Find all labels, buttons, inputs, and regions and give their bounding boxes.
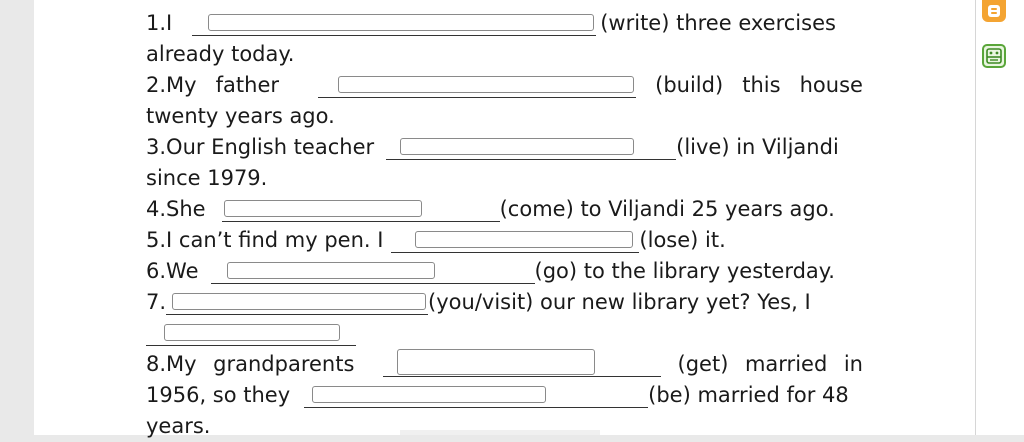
exercise-text: (write) three exercises — [600, 11, 836, 35]
answer-blank-3[interactable] — [386, 136, 677, 160]
exercise-text: years. — [146, 414, 211, 438]
exercise-text: already today. — [146, 42, 295, 66]
exercise-line-8: 5.I can’t find my pen. I (lose) it. — [146, 225, 863, 256]
exercise-text: 5.I can’t find my pen. I — [146, 228, 384, 252]
answer-input-6[interactable] — [226, 261, 435, 279]
exercise-text: 6.We — [146, 259, 199, 283]
answer-input-7[interactable] — [172, 292, 427, 310]
exercise-list: 1.I (write) three exercises already toda… — [146, 8, 863, 442]
exercise-text: (lose) it. — [639, 228, 726, 252]
blogger-b-icon[interactable] — [982, 0, 1006, 22]
exercise-line-14: years. — [146, 411, 863, 442]
exercise-text: (go) to the library yesterday. — [534, 259, 835, 283]
answer-blank-7[interactable] — [166, 291, 429, 315]
answer-input-2[interactable] — [338, 75, 635, 93]
exercise-text: (build) — [655, 73, 724, 97]
exercise-text: this — [742, 73, 781, 97]
exercise-text: 1956, so they — [146, 383, 291, 407]
answer-blank-1[interactable] — [192, 12, 597, 36]
answer-blank-4[interactable] — [221, 198, 500, 222]
answer-blank-8[interactable] — [146, 322, 356, 346]
answer-input-8[interactable] — [164, 323, 340, 341]
exercise-line-4: twenty years ago. — [146, 101, 863, 132]
answer-blank-10[interactable] — [304, 384, 649, 408]
answer-input-5[interactable] — [415, 230, 634, 248]
exercise-text: (live) in Viljandi — [676, 135, 839, 159]
exercise-line-6: since 1979. — [146, 163, 863, 194]
exercise-text: 4.She — [146, 197, 206, 221]
exercise-text: 2.My — [146, 73, 197, 97]
answer-input-3[interactable] — [400, 137, 635, 155]
exercise-text: since 1979. — [146, 166, 268, 190]
exercise-line-12: 8.My grandparents (get) married in — [146, 348, 863, 380]
exercise-text: (you/visit) our new library yet? Yes, I — [428, 290, 811, 314]
page-edge-shadow — [400, 430, 600, 435]
exercise-line-1: 1.I (write) three exercises — [146, 8, 863, 39]
answer-input-4[interactable] — [223, 199, 422, 217]
exercise-line-5: 3.Our English teacher (live) in Viljandi — [146, 132, 863, 163]
exercise-text: (come) to Viljandi 25 years ago. — [499, 197, 835, 221]
answer-blank-6[interactable] — [210, 260, 535, 284]
classroom-board-icon[interactable] — [982, 44, 1006, 68]
exercise-text: 8.My — [146, 352, 197, 376]
exercise-text: twenty years ago. — [146, 104, 335, 128]
exercise-line-13: 1956, so they (be) married for 48 — [146, 380, 863, 411]
answer-input-1[interactable] — [208, 13, 595, 31]
exercise-line-7: 4.She (come) to Viljandi 25 years ago. — [146, 194, 863, 225]
exercise-text: (be) married for 48 — [648, 383, 849, 407]
exercise-text: married — [744, 352, 828, 376]
exercise-text: house — [799, 73, 863, 97]
answer-blank-2[interactable] — [318, 74, 637, 98]
answer-input-10[interactable] — [312, 385, 547, 403]
exercise-text: 3.Our English teacher — [146, 135, 375, 159]
board-glyph — [986, 48, 1002, 64]
exercise-text: 1.I — [146, 11, 173, 35]
answer-blank-5[interactable] — [391, 229, 640, 253]
answer-blank-9[interactable] — [382, 348, 661, 377]
exercise-text: father — [215, 73, 280, 97]
exercise-text: grandparents — [213, 352, 355, 376]
exercise-text: 7. — [146, 290, 167, 314]
blogger-glyph — [988, 5, 1000, 17]
exercise-line-2: already today. — [146, 39, 863, 70]
side-toolbar — [976, 0, 1024, 435]
exercise-line-11 — [146, 318, 863, 349]
answer-input-9[interactable] — [396, 348, 595, 375]
exercise-line-3: 2.My father (build) this house — [146, 70, 863, 101]
exercise-text: in — [843, 352, 863, 376]
sidebar-divider — [975, 0, 976, 435]
exercise-line-10: 7. (you/visit) our new library yet? Yes,… — [146, 287, 863, 318]
exercise-line-9: 6.We (go) to the library yesterday. — [146, 256, 863, 287]
exercise-text: (get) — [677, 352, 729, 376]
